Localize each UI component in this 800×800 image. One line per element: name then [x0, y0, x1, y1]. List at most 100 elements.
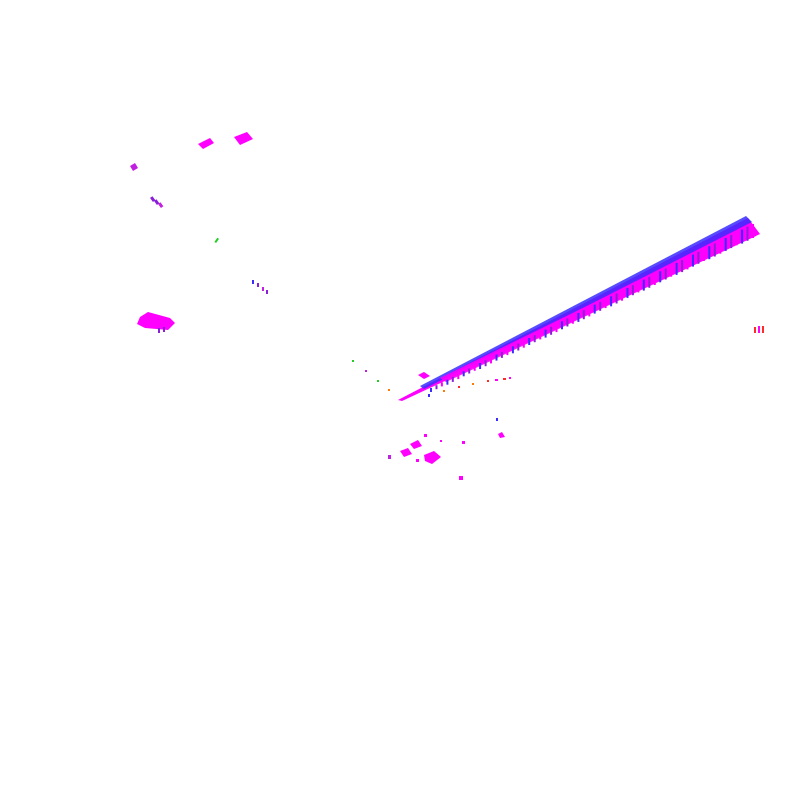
streak-tick: [735, 232, 738, 246]
streak-tick: [484, 360, 487, 367]
streak-tick: [446, 379, 449, 385]
lower-blob-c: [424, 451, 441, 464]
blob-large-f-edge: [158, 328, 160, 333]
streak-tick: [702, 249, 705, 261]
dash: [154, 199, 160, 206]
lower-blob-d: [498, 432, 505, 438]
streak-tick: [653, 274, 656, 285]
streak-tick: [621, 290, 623, 301]
streak-tick: [440, 382, 443, 387]
streak-tick: [675, 262, 678, 275]
dash: [252, 280, 254, 284]
streak-tick: [500, 351, 503, 358]
point: [388, 455, 391, 459]
streak-tick: [522, 340, 525, 348]
right-red-marks: [754, 326, 764, 333]
point: [509, 377, 511, 379]
streak-tick: [637, 282, 640, 293]
streak-tick: [604, 299, 607, 309]
streak-tick: [511, 346, 514, 354]
lower-clusters: [388, 418, 505, 480]
streak-tick: [555, 324, 558, 333]
dash: [262, 287, 264, 291]
streak-tick: [746, 226, 749, 241]
blob-top-b: [234, 132, 253, 145]
streak-tick: [533, 335, 536, 343]
streak-cluster: [398, 216, 760, 401]
dash: [150, 196, 156, 203]
green-mark: [214, 237, 219, 244]
point: [459, 476, 463, 480]
point: [377, 380, 379, 382]
streak-blue-edge: [420, 216, 752, 389]
blob-small-c: [130, 163, 138, 171]
streak-tick: [664, 268, 667, 280]
point: [487, 380, 489, 382]
point: [496, 418, 498, 421]
point: [365, 370, 367, 372]
blob-dashes-d: [150, 196, 164, 209]
point: [462, 441, 465, 444]
red-mark: [754, 327, 756, 333]
point: [503, 378, 506, 380]
streak-tick: [566, 318, 569, 327]
lower-blob-b: [410, 440, 422, 449]
streak-tick: [517, 343, 520, 351]
point: [458, 386, 460, 388]
streak-tick: [539, 332, 542, 340]
red-mark: [758, 326, 760, 333]
streak-tick: [451, 376, 454, 382]
streak-tick: [631, 285, 634, 296]
upper-left-clusters: [130, 132, 268, 333]
dash: [257, 283, 259, 287]
streak-tick: [582, 310, 585, 320]
streak-tick: [610, 296, 613, 307]
streak-tick: [642, 279, 645, 291]
streak-tick: [544, 329, 547, 338]
streak-tick: [599, 301, 602, 311]
streak-tick: [670, 265, 673, 277]
streak-tick: [659, 271, 662, 283]
streak-tick: [730, 235, 733, 249]
dash: [266, 290, 268, 294]
streak-tick: [648, 276, 651, 288]
streak-tick: [430, 388, 432, 392]
streak-tick: [577, 312, 580, 322]
streak-tick: [752, 224, 754, 238]
streak-tick: [593, 304, 596, 314]
streak-tick: [615, 293, 618, 304]
point: [352, 360, 354, 362]
center-scatter: [352, 360, 511, 397]
streak-tick: [550, 326, 553, 335]
point: [416, 459, 419, 462]
small-blob: [418, 372, 430, 379]
dash: [158, 202, 164, 209]
streak-tick: [462, 371, 465, 377]
streak-tick: [490, 357, 492, 364]
lower-blob-a: [400, 448, 412, 457]
streak-tick: [561, 321, 563, 330]
red-mark: [762, 326, 764, 333]
streak-tick: [724, 237, 727, 251]
streak-tick: [697, 251, 700, 264]
streak-ticks: [430, 224, 754, 392]
streak-tick: [528, 338, 531, 345]
point: [424, 434, 427, 437]
streak-tick: [468, 368, 471, 374]
blob-large-f: [137, 312, 175, 330]
streak-tick: [713, 243, 716, 257]
streak-tick: [741, 229, 744, 244]
streak-tick: [719, 240, 722, 254]
blob-large-f-edge: [163, 327, 165, 332]
streak-tick: [708, 246, 711, 260]
blob-dashes-e: [252, 280, 268, 294]
streak-tick: [473, 365, 476, 371]
point: [443, 390, 445, 392]
point: [472, 383, 474, 385]
streak-tick: [588, 307, 591, 317]
streak-tick: [626, 287, 629, 298]
streak-tick: [681, 260, 684, 273]
streak-tick: [457, 374, 460, 380]
point: [495, 379, 498, 381]
